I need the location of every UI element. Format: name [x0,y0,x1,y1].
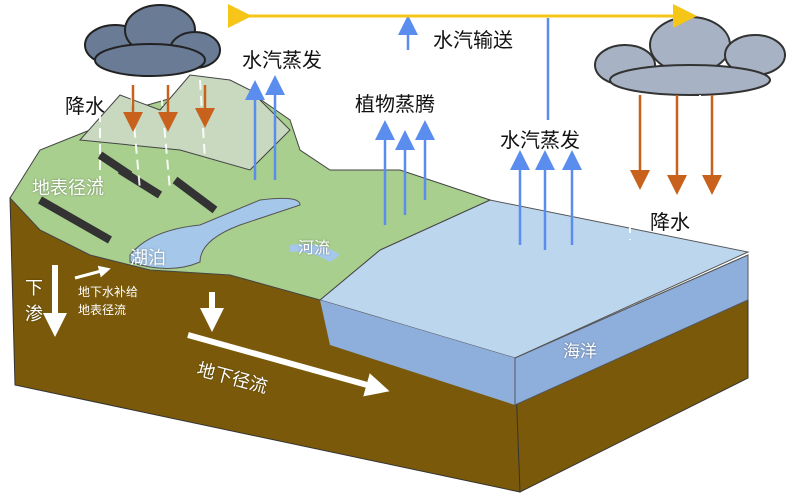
label-infiltration-1: 下 [25,278,43,299]
label-groundwater-recharge: 地下水补给 [78,285,139,299]
label-surface-runoff-small: 地表径流 [78,303,127,317]
label-ocean: 海洋 [563,342,597,362]
evaporation-arrows [245,15,582,250]
cloud-left-icon [84,4,221,77]
cloud-right-icon [594,16,786,96]
label-precip-right: 降水 [650,210,690,234]
label-evap-right: 水汽蒸发 [500,128,580,152]
label-precip-left: 降水 [65,94,105,118]
river-shape [290,243,340,262]
ocean-side [320,300,515,405]
label-river: 河流 [298,238,331,257]
lake-shape [129,197,301,269]
precipitation-arrows [123,85,722,195]
mountains [78,74,291,171]
label-lake: 湖泊 [130,248,166,269]
label-vapor-transport: 水汽输送 [433,28,513,52]
ocean-front [514,254,749,406]
surface-runoff-arrows [38,151,218,244]
label-infiltration-2: 渗 [25,304,43,325]
label-evap-left: 水汽蒸发 [242,48,322,72]
groundwater-arrows [43,265,390,397]
label-surface-runoff: 地表径流 [32,178,104,199]
label-transpiration: 植物蒸腾 [355,92,435,116]
